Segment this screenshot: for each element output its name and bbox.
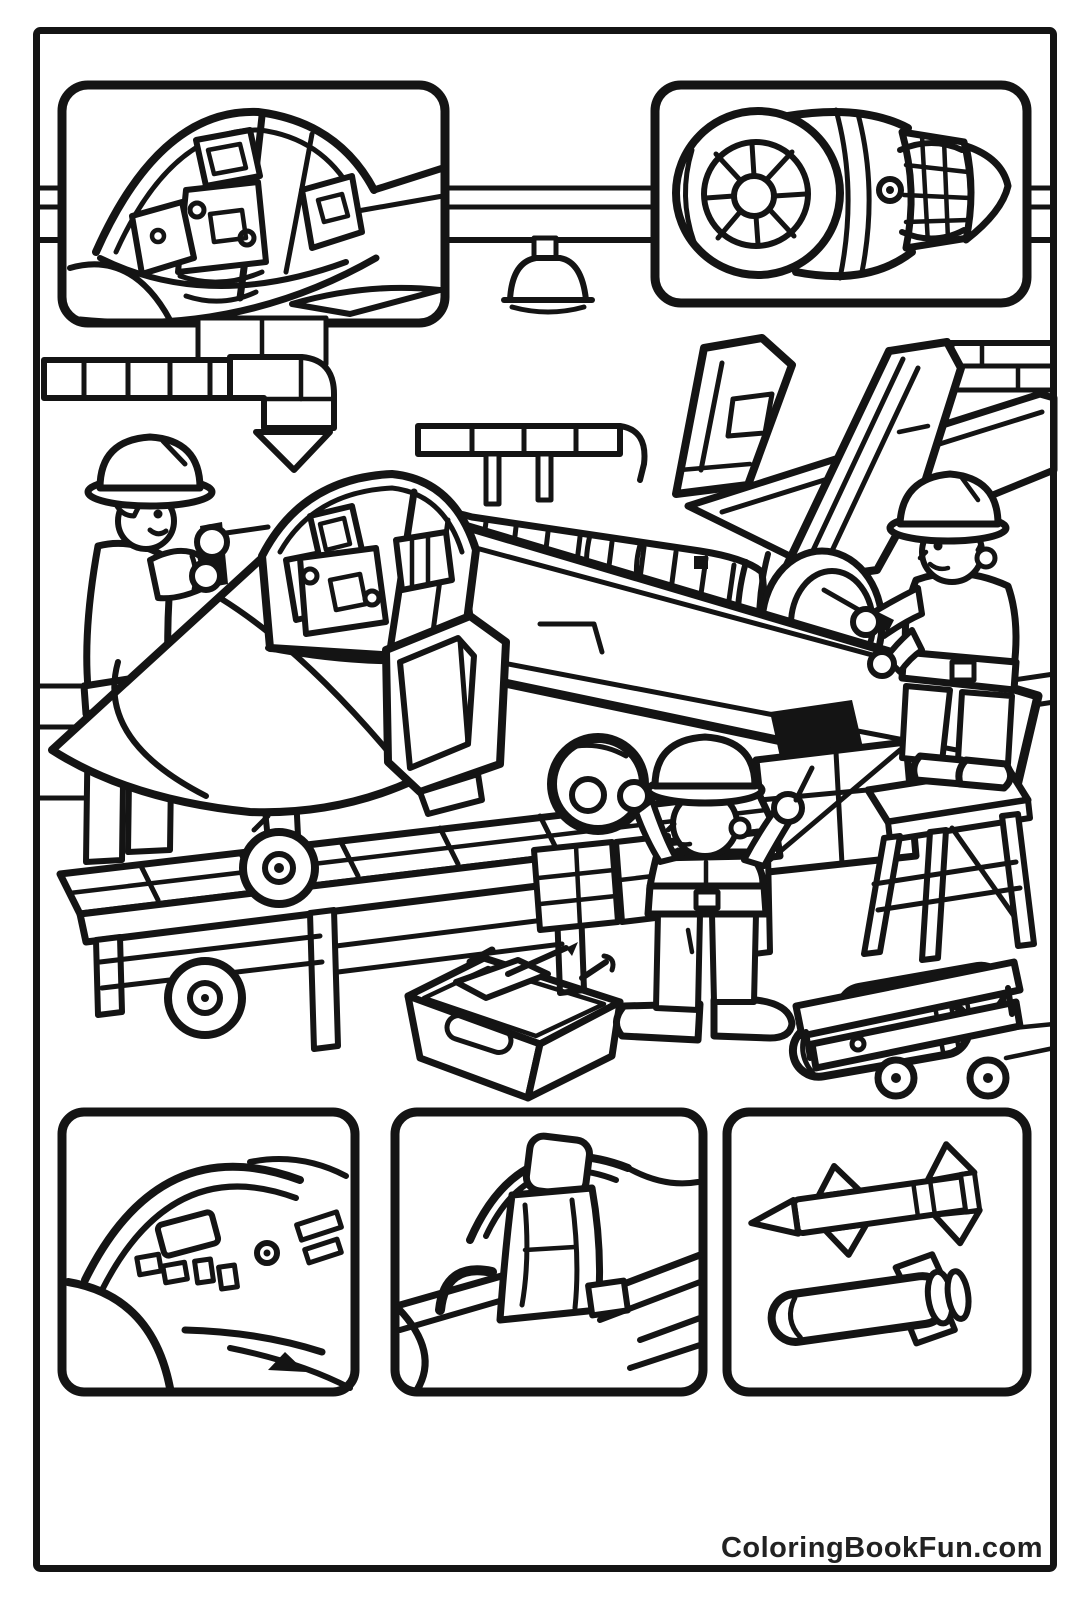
cockpit-interior (283, 503, 455, 637)
footer-site-text: ColoringBookFun.com (720, 1532, 1043, 1564)
inset-panel-missiles (722, 1107, 1032, 1397)
inset-panel-cockpit-canopy (57, 80, 450, 328)
worker-right-leg (899, 683, 953, 765)
worker-middle-boot (710, 996, 796, 1042)
worker-middle-boot (613, 1000, 704, 1044)
missile-bottom (767, 1251, 972, 1347)
worker-middle-leg (709, 911, 759, 1005)
worker-right-ear (974, 546, 998, 570)
ceiling-duct (41, 315, 337, 431)
overhead-rail (415, 423, 648, 507)
inset-ejection-seat (175, 127, 269, 304)
worker-left-hardhat (96, 433, 204, 492)
inset-panel-jet-engine (650, 80, 1032, 308)
fan-spokes (703, 141, 809, 247)
rear-support-crate (752, 700, 920, 876)
ejection-seat (496, 1132, 631, 1324)
worker-right-boot (955, 756, 1014, 792)
worker-right-glove (867, 649, 897, 679)
instrument-cluster (134, 1209, 344, 1292)
screwdriver-shaft (223, 524, 271, 536)
page-border (33, 27, 1057, 1572)
worker-right (821, 470, 1020, 792)
worker-middle-belt (644, 882, 770, 918)
worker-middle-glove (617, 779, 651, 813)
worker-middle (613, 733, 815, 1044)
worker-left-glove (189, 559, 223, 593)
worker-right-glove (850, 606, 882, 638)
toolbox (404, 942, 624, 1102)
worker-middle-leg (653, 911, 703, 1013)
stool (861, 764, 1037, 963)
bomb-cart (788, 958, 1024, 1100)
worker-middle-arm (633, 797, 679, 865)
inset-panel-ejection-seat (390, 1107, 708, 1397)
worker-middle-ear (728, 816, 752, 840)
worker-left-glove (194, 524, 230, 560)
missile-top (748, 1141, 983, 1258)
worker-right-hardhat (896, 470, 1002, 528)
ceiling-lamp-icon (501, 235, 595, 315)
tools (453, 942, 616, 1001)
jet-air-intake (382, 612, 510, 817)
jet-tail-fins (672, 334, 965, 588)
worker-middle-hardhat (651, 733, 759, 790)
inset-panel-nose-instruments (57, 1107, 360, 1397)
worker-right-leg (955, 689, 1015, 767)
down-arrow-icon (253, 429, 333, 473)
